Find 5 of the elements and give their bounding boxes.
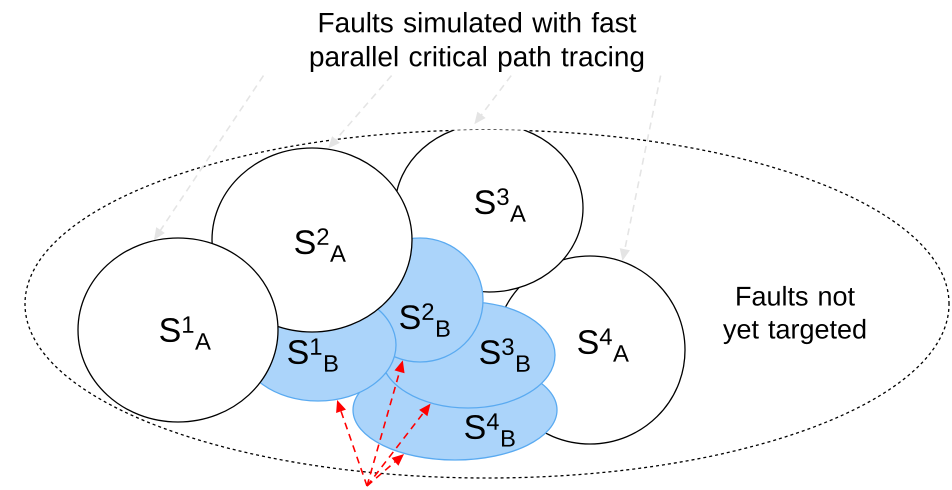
node-label: S$^{2}$A — [295, 228, 346, 262]
node-label: S$^{1}$A — [160, 316, 211, 350]
node-label: S$^{3}$A — [475, 188, 526, 222]
heading-text: Faults simulated with fast parallel critical path tracing — [310, 12, 644, 72]
node-label: S$^{1}$B — [288, 338, 338, 372]
